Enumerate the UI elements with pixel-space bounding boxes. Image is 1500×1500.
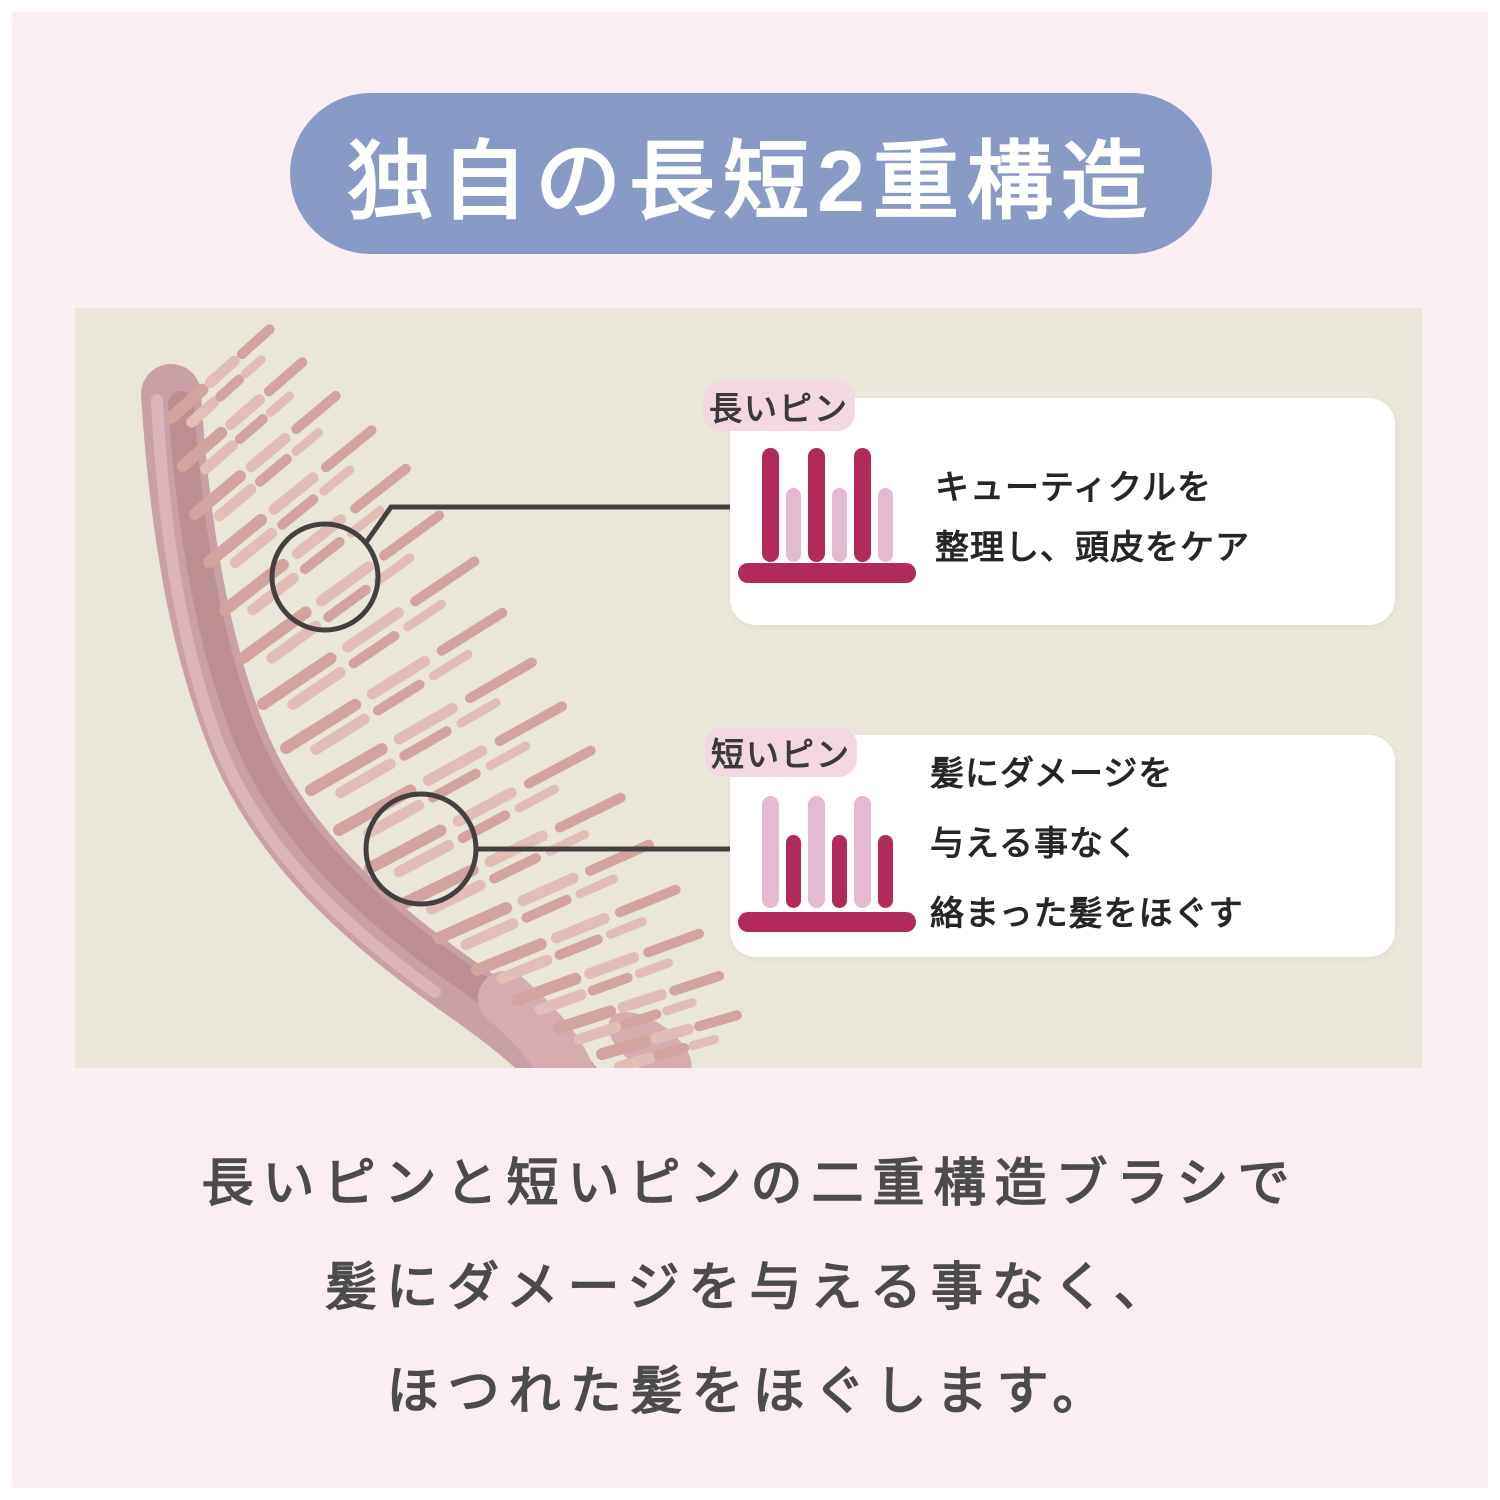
label-pill-short-pins: 短いピン — [705, 727, 857, 777]
pin-bar-short-light — [786, 487, 801, 562]
page-title: 独自の長短2重構造 — [347, 134, 1155, 230]
brush-photo-illustration — [141, 324, 742, 1068]
callout-text-long: キューティクルを整理し、頭皮をケア — [935, 458, 1250, 578]
pin-bar-short-dark — [832, 835, 847, 908]
text-line: 長いピンと短いピンの二重構造ブラシで — [201, 1155, 1299, 1213]
text-line: 与える事なく — [930, 825, 1139, 863]
title-banner: 独自の長短2重構造 — [290, 93, 1212, 254]
annotation-circle-short — [363, 791, 479, 907]
caption: 長いピンと短いピンの二重構造ブラシで髪にダメージを与える事なく、ほつれた髪をほぐ… — [12, 1132, 1488, 1444]
pin-diagram-long — [762, 448, 893, 562]
pin-bar-tall-dark — [762, 448, 779, 562]
callout-card-long-pins: キューティクルを整理し、頭皮をケア — [730, 398, 1395, 625]
annotation-circle-long — [269, 521, 381, 633]
pin-bar-short-light — [832, 487, 847, 562]
text-line: キューティクルを — [935, 469, 1212, 507]
pin-bar-short-dark — [786, 835, 801, 908]
label-long-pins: 長いピン — [709, 390, 849, 427]
pin-bar-short-dark — [878, 835, 893, 908]
text-line: 髪にダメージを与える事なく、 — [325, 1259, 1175, 1317]
pin-diagram-base-long — [738, 563, 916, 583]
pin-bar-tall-light — [854, 796, 871, 908]
pin-bar-tall-light — [808, 796, 825, 908]
text-line: ほつれた髪をほぐします。 — [386, 1363, 1114, 1421]
text-line: 整理し、頭皮をケア — [935, 529, 1250, 567]
text-line: 絡まった髪をほぐす — [930, 895, 1244, 933]
label-pill-long-pins: 長いピン — [703, 381, 855, 431]
pin-bar-tall-light — [762, 796, 779, 908]
pin-bar-tall-dark — [854, 448, 871, 562]
label-short-pins: 短いピン — [711, 736, 851, 773]
pin-bar-short-light — [878, 487, 893, 562]
text-line: 髪にダメージを — [930, 755, 1174, 793]
callout-text-short: 髪にダメージを与える事なく絡まった髪をほぐす — [930, 739, 1244, 949]
pin-bar-tall-dark — [808, 448, 825, 562]
pin-diagram-short — [762, 796, 893, 908]
connector-line-long — [362, 504, 735, 546]
callout-card-short-pins: 髪にダメージを与える事なく絡まった髪をほぐす — [730, 735, 1395, 957]
pin-diagram-base-short — [738, 912, 916, 932]
